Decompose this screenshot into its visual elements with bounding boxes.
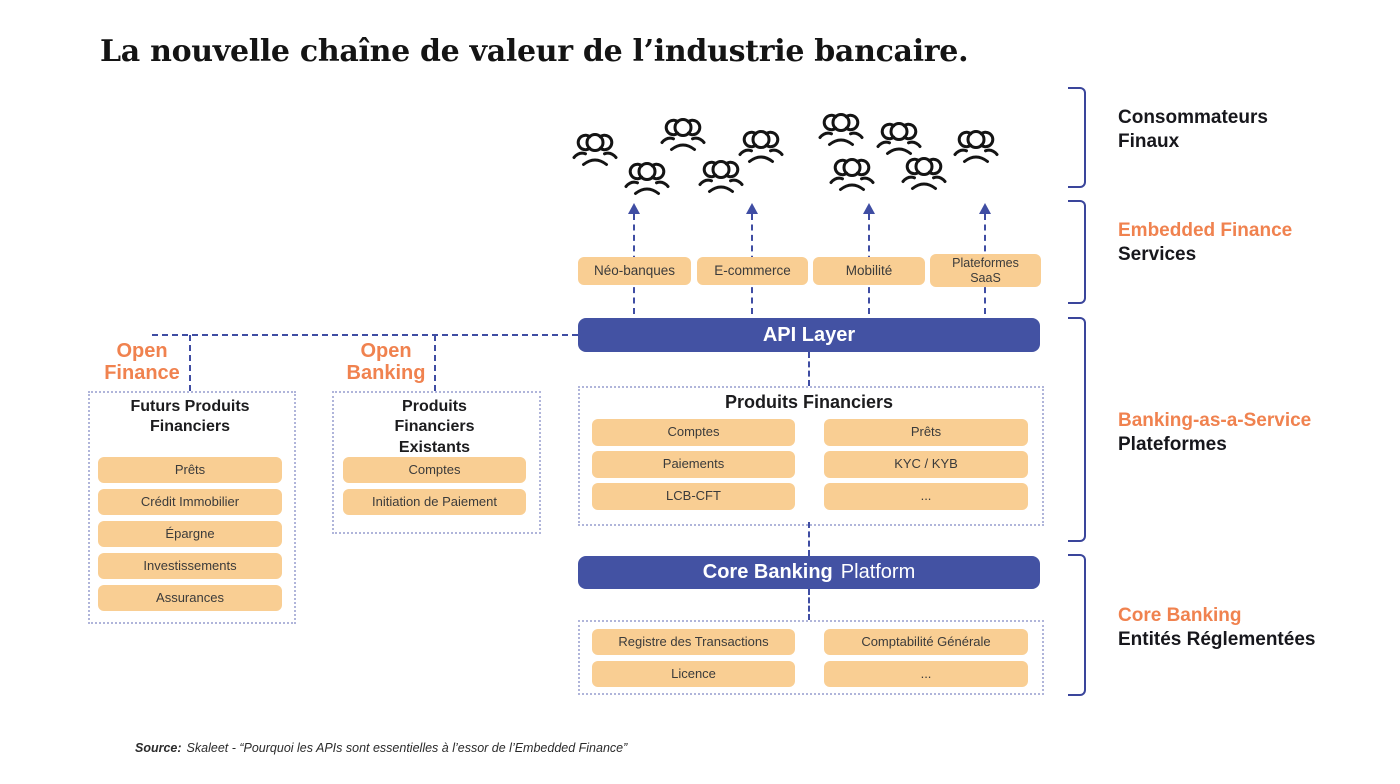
label-line: Core Banking	[1118, 605, 1242, 626]
foundation-pill: Comptabilité Générale	[824, 629, 1028, 655]
users-group-icon	[660, 116, 706, 152]
core-to-foundation-line	[808, 589, 810, 620]
label-embedded-finance: Embedded Finance Services	[1118, 219, 1358, 267]
open-banking-pill: Comptes	[343, 457, 526, 483]
label-banking-as-a-service: Banking-as-a-Service Plateformes	[1118, 409, 1358, 457]
product-pill: Comptes	[592, 419, 795, 446]
product-pill: KYC / KYB	[824, 451, 1028, 478]
up-arrow-icon	[863, 203, 875, 214]
foundation-pill: ...	[824, 661, 1028, 687]
open-connector-horizontal-line	[152, 334, 578, 336]
core-banking-bar: Core Banking Platform	[578, 556, 1040, 589]
label-line: Embedded Finance	[1118, 220, 1293, 241]
source-citation: Source: Skaleet - “Pourquoi les APIs sont…	[135, 741, 627, 755]
bracket-embedded-finance	[1068, 200, 1086, 304]
label-core-banking: Core Banking Entités Réglementées	[1118, 604, 1358, 652]
users-group-icon	[624, 160, 670, 196]
open-finance-box	[88, 391, 296, 624]
source-label: Source:	[135, 741, 182, 755]
up-arrow-icon	[979, 203, 991, 214]
open-finance-connector-line	[189, 335, 191, 391]
users-group-icon	[953, 128, 999, 164]
users-group-icon	[738, 128, 784, 164]
bracket-baas	[1068, 317, 1086, 542]
foundation-pill: Licence	[592, 661, 795, 687]
api-layer-bar: API Layer	[578, 318, 1040, 352]
label-line: Finaux	[1118, 130, 1180, 152]
channel-pill: E-commerce	[697, 257, 808, 285]
label-line: Entités Réglementées	[1118, 628, 1316, 650]
api-to-products-line	[808, 352, 810, 386]
open-finance-pill: Crédit Immobilier	[98, 489, 282, 515]
open-finance-pill: Investissements	[98, 553, 282, 579]
product-pill: LCB-CFT	[592, 483, 795, 510]
bracket-core-banking	[1068, 554, 1086, 696]
core-banking-label-bold: Core Banking	[702, 561, 833, 583]
open-finance-label: Open Finance	[104, 340, 180, 385]
core-foundation-box	[578, 620, 1044, 695]
open-banking-box-title-text: Produits Financiers Existants	[394, 398, 475, 456]
label-line: Banking-as-a-Service	[1118, 410, 1312, 431]
users-group-icon	[829, 156, 875, 192]
page-title: La nouvelle chaîne de valeur de l’indust…	[100, 34, 969, 69]
open-finance-pill: Épargne	[98, 521, 282, 547]
core-banking-label-regular: Platform	[840, 561, 916, 583]
foundation-pill: Registre des Transactions	[592, 629, 795, 655]
product-pill: Paiements	[592, 451, 795, 478]
api-layer-label: API Layer	[762, 323, 856, 346]
label-line: Consommateurs	[1118, 107, 1268, 128]
produits-financiers-box	[578, 386, 1044, 526]
users-group-icon	[698, 158, 744, 194]
product-pill: ...	[824, 483, 1028, 510]
users-group-icon	[572, 131, 618, 167]
users-group-icon	[818, 111, 864, 147]
channel-pill: Néo-banques	[578, 257, 691, 285]
channel-pill: Mobilité	[813, 257, 925, 285]
produits-financiers-title: Produits Financiers	[724, 392, 894, 412]
up-arrow-icon	[628, 203, 640, 214]
users-group-icon	[901, 155, 947, 191]
open-finance-box-title: Futurs Produits Financiers	[88, 397, 292, 438]
products-to-core-line	[808, 522, 810, 556]
open-banking-label: Open Banking	[346, 340, 426, 385]
open-finance-pill: Assurances	[98, 585, 282, 611]
label-consommateurs-finaux: Consommateurs Finaux	[1118, 106, 1358, 154]
label-line: Plateformes	[1118, 433, 1227, 455]
open-finance-pill: Prêts	[98, 457, 282, 483]
up-arrow-icon	[746, 203, 758, 214]
source-text: Skaleet - “Pourquoi les APIs sont essent…	[186, 741, 628, 755]
open-banking-pill: Initiation de Paiement	[343, 489, 526, 515]
channel-pill: Plateformes SaaS	[930, 254, 1041, 287]
product-pill: Prêts	[824, 419, 1028, 446]
open-finance-box-title-text: Futurs Produits Financiers	[130, 398, 250, 436]
bracket-consumers	[1068, 87, 1086, 188]
users-group-icon	[876, 120, 922, 156]
open-banking-box	[332, 391, 541, 534]
label-line: Services	[1118, 243, 1197, 265]
open-banking-connector-line	[434, 335, 436, 391]
open-banking-box-title: Produits Financiers Existants	[332, 397, 537, 458]
